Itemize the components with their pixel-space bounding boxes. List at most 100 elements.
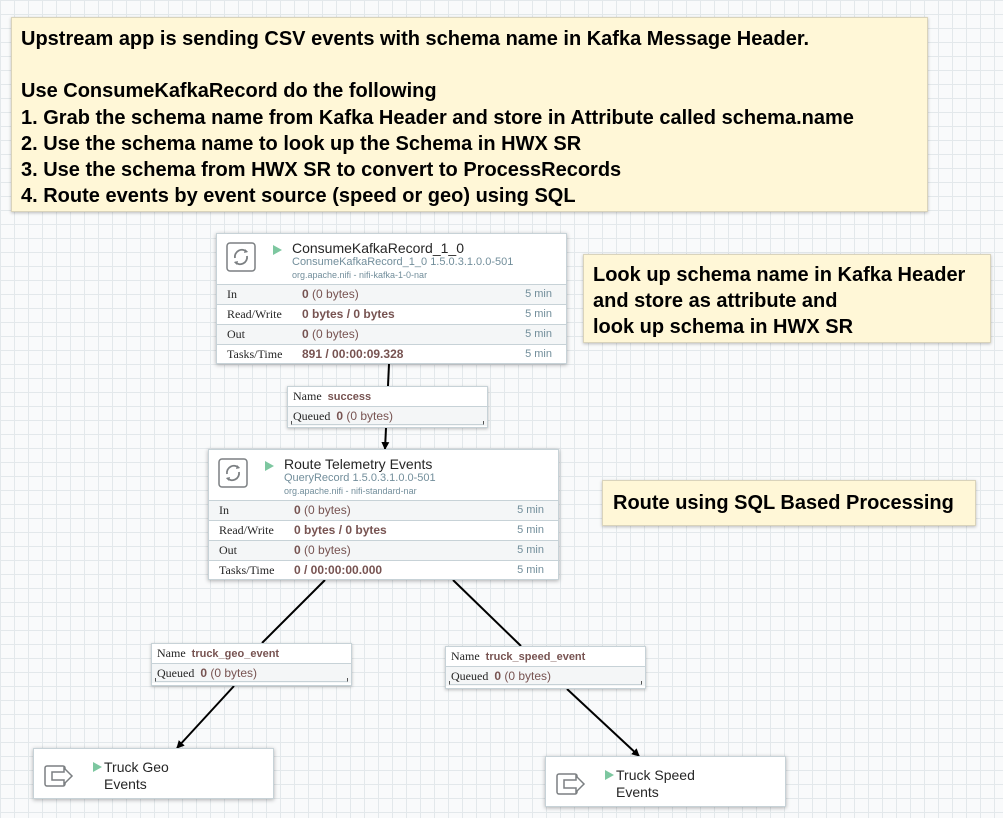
- queued-detail: (0 bytes): [346, 409, 394, 423]
- processor-bundle: org.apache.nifi - nifi-standard-nar: [284, 486, 417, 496]
- stat-value: 891 / 00:00:09.328: [302, 347, 404, 361]
- connection-line-geo-bottom[interactable]: [176, 685, 235, 749]
- output-port-icon: [44, 765, 74, 787]
- stat-time: 5 min: [525, 308, 552, 320]
- stat-value: 0 / 00:00:00.000: [294, 563, 383, 577]
- run-icon[interactable]: [265, 461, 274, 471]
- stat-row-out: Out 0 (0 bytes) 5 min: [217, 324, 566, 344]
- output-port-icon: [556, 773, 586, 795]
- stat-count: 0: [294, 503, 301, 517]
- processor-route-telemetry-events[interactable]: Route Telemetry Events QueryRecord 1.5.0…: [208, 449, 559, 580]
- stat-time: 5 min: [525, 328, 552, 340]
- stat-label: Read/Write: [227, 307, 282, 321]
- stat-label: In: [227, 287, 237, 301]
- connection-name-key: Name: [157, 646, 186, 660]
- stat-label: Read/Write: [219, 523, 274, 537]
- output-port-truck-geo-events[interactable]: Truck Geo Events: [33, 748, 274, 799]
- port-name-line: Events: [104, 776, 147, 792]
- connection-name-key: Name: [293, 389, 322, 403]
- processor-bundle: org.apache.nifi - nifi-kafka-1-0-nar: [292, 270, 428, 280]
- connection-queued-key: Queued: [451, 669, 489, 683]
- stat-time: 5 min: [517, 564, 544, 576]
- connection-name-key: Name: [451, 649, 480, 663]
- stat-count: 0: [302, 287, 309, 301]
- main-label-line: 3. Use the schema from HWX SR to convert…: [21, 159, 622, 182]
- stat-time: 5 min: [517, 524, 544, 536]
- main-label-line: 2. Use the schema name to look up the Sc…: [21, 132, 582, 155]
- run-icon[interactable]: [93, 762, 102, 772]
- run-icon[interactable]: [273, 245, 282, 255]
- connection-label-truck-speed-event[interactable]: Name truck_speed_event Queued 0 (0 bytes): [445, 646, 646, 689]
- stat-row-in: In 0 (0 bytes) 5 min: [209, 500, 558, 520]
- port-name-line: Events: [616, 784, 659, 800]
- main-label-line: Upstream app is sending CSV events with …: [21, 28, 810, 50]
- processor-icon: [218, 458, 248, 488]
- processor-consume-kafka-record[interactable]: ConsumeKafkaRecord_1_0 ConsumeKafkaRecor…: [216, 233, 567, 364]
- port-name: Truck Geo Events: [104, 759, 224, 793]
- kafka-label[interactable]: Look up schema name in Kafka Header and …: [583, 254, 991, 343]
- connection-line-speed-top[interactable]: [452, 579, 522, 647]
- connection-line-success-bottom[interactable]: [381, 427, 390, 450]
- queue-bar: [291, 421, 484, 425]
- connection-queued: 0 (0 bytes): [336, 409, 393, 423]
- run-icon[interactable]: [605, 770, 614, 780]
- stat-detail: (0 bytes): [312, 327, 359, 341]
- connection-queued: 0 (0 bytes): [494, 669, 551, 683]
- stat-row-in: In 0 (0 bytes) 5 min: [217, 284, 566, 304]
- stat-detail: (0 bytes): [312, 287, 359, 301]
- stat-label: Tasks/Time: [219, 563, 275, 577]
- stat-time: 5 min: [525, 348, 552, 360]
- stat-count: 0: [294, 543, 301, 557]
- processor-header: Route Telemetry Events QueryRecord 1.5.0…: [209, 450, 558, 500]
- stat-time: 5 min: [517, 504, 544, 516]
- processor-header: ConsumeKafkaRecord_1_0 ConsumeKafkaRecor…: [217, 234, 566, 284]
- queued-detail: (0 bytes): [504, 669, 552, 683]
- connection-line-speed-bottom[interactable]: [566, 688, 640, 757]
- connection-line-geo-top[interactable]: [261, 579, 326, 644]
- queued-count: 0: [494, 669, 502, 683]
- kafka-label-line: and store as attribute and: [593, 290, 838, 312]
- queue-bar: [449, 681, 642, 685]
- stat-row-read-write: Read/Write 0 bytes / 0 bytes 5 min: [209, 520, 558, 540]
- stat-time: 5 min: [517, 544, 544, 556]
- stat-label: Out: [219, 543, 237, 557]
- stat-detail: (0 bytes): [304, 503, 351, 517]
- queue-bar: [155, 678, 348, 682]
- kafka-label-line: Look up schema name in Kafka Header: [593, 264, 966, 286]
- connection-name: truck_speed_event: [485, 651, 586, 663]
- stat-value: 0 (0 bytes): [294, 541, 351, 559]
- stat-row-out: Out 0 (0 bytes) 5 min: [209, 540, 558, 560]
- main-label[interactable]: Upstream app is sending CSV events with …: [11, 17, 928, 212]
- connection-queued: 0 (0 bytes): [200, 666, 257, 680]
- port-name-line: Truck Speed: [616, 767, 695, 783]
- main-label-spacer: [21, 52, 918, 78]
- kafka-label-line: look up schema in HWX SR: [593, 316, 854, 338]
- connection-line-success-top[interactable]: [387, 363, 390, 387]
- processor-name: Route Telemetry Events: [284, 456, 433, 472]
- stat-time: 5 min: [525, 288, 552, 300]
- output-port-truck-speed-events[interactable]: Truck Speed Events: [545, 756, 786, 807]
- route-label[interactable]: Route using SQL Based Processing: [602, 480, 976, 526]
- stat-row-tasks-time: Tasks/Time 891 / 00:00:09.328 5 min: [217, 344, 566, 364]
- stat-count: 0: [302, 327, 309, 341]
- main-label-line: Use ConsumeKafkaRecord do the following: [21, 80, 437, 103]
- stat-value: 0 (0 bytes): [302, 285, 359, 303]
- route-label-line: Route using SQL Based Processing: [613, 492, 954, 514]
- connection-name: truck_geo_event: [191, 648, 280, 660]
- processor-type: ConsumeKafkaRecord_1_0 1.5.0.3.1.0.0-501: [292, 256, 514, 268]
- queued-count: 0: [336, 409, 344, 423]
- connection-name-row: Name truck_speed_event: [446, 647, 645, 666]
- stat-value: 0 (0 bytes): [294, 501, 351, 519]
- stat-label: Tasks/Time: [227, 347, 283, 361]
- port-name: Truck Speed Events: [616, 767, 736, 801]
- processor-name: ConsumeKafkaRecord_1_0: [292, 240, 464, 256]
- main-label-line: 4. Route events by event source (speed o…: [21, 185, 576, 208]
- processor-icon: [226, 242, 256, 272]
- queued-count: 0: [200, 666, 208, 680]
- stat-value: 0 (0 bytes): [302, 325, 359, 343]
